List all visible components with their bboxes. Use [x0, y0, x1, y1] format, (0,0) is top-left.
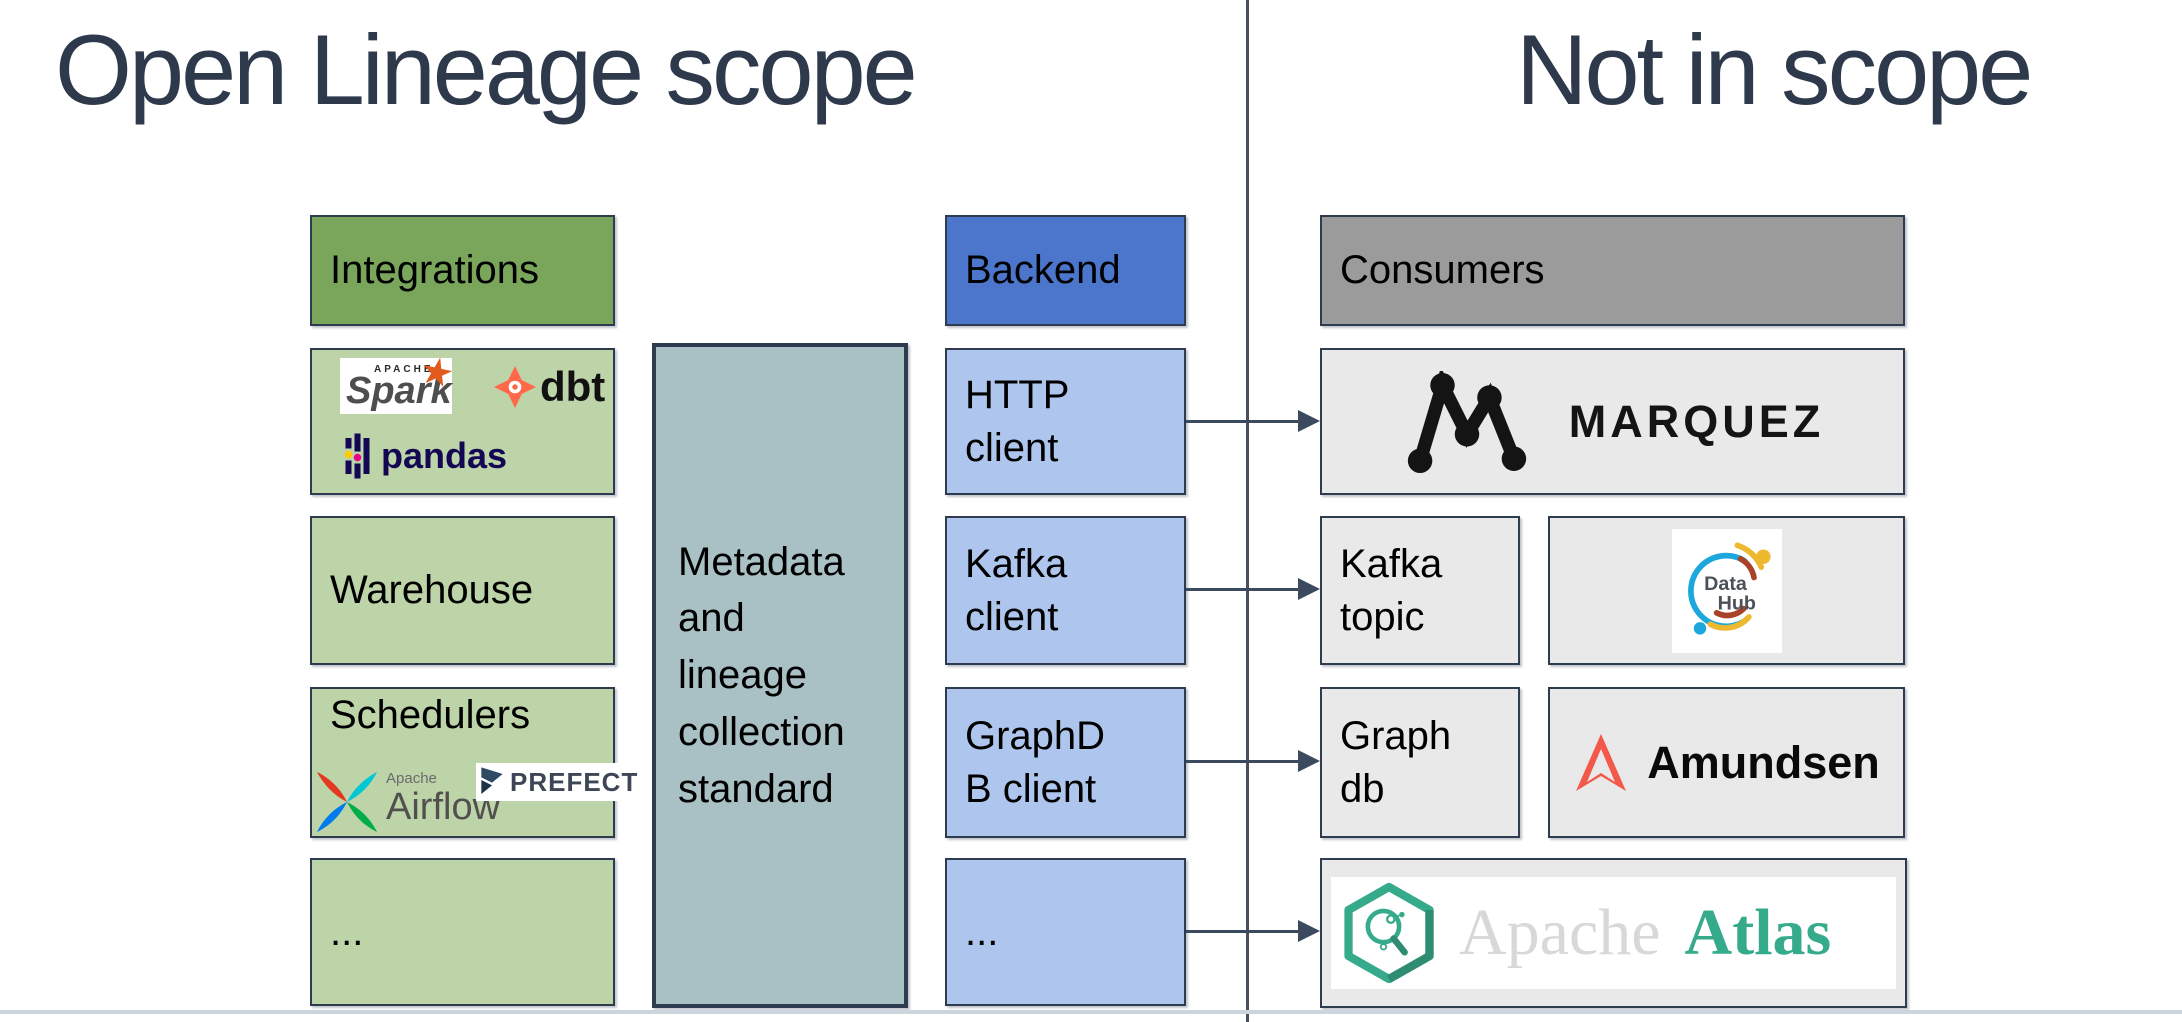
- dbt-logo: dbt: [494, 366, 605, 408]
- marquez-box: MARQUEZ: [1320, 348, 1905, 495]
- integrations-header-label: Integrations: [330, 248, 540, 293]
- datahub-box: Data Hub: [1548, 516, 1905, 665]
- backend-ellipsis-label: ...: [965, 909, 999, 954]
- arrow-http-to-marquez: [1186, 410, 1320, 432]
- backend-header-box: Backend: [945, 215, 1186, 326]
- bottom-divider-line: [0, 1010, 2182, 1014]
- atlas-box: Apache Atlas: [1320, 858, 1907, 1008]
- dbt-icon: [494, 366, 536, 408]
- pandas-wordmark: pandas: [381, 435, 508, 476]
- standard-panel: Metadata and lineage collection standard: [652, 343, 908, 1008]
- integrations-ellipsis-box: ...: [310, 858, 615, 1006]
- prefect-logo: PREFECT: [476, 763, 650, 801]
- arrow-ellipsis-to-atlas: [1186, 920, 1320, 942]
- pandas-icon: [344, 433, 370, 479]
- spark-apache-label: APACHE: [374, 364, 434, 375]
- page-title-right: Not in scope: [1516, 14, 2033, 125]
- schedulers-label: Schedulers: [330, 693, 531, 737]
- arrow-kafka-to-topic: [1186, 578, 1320, 600]
- marquez-icon: [1407, 370, 1526, 473]
- integrations-ellipsis-label: ...: [330, 909, 364, 954]
- arrow-graphdb-to-graphdb: [1186, 750, 1320, 772]
- spark-logo: APACHE Spark ★: [340, 349, 458, 414]
- backend-ellipsis-box: ...: [945, 858, 1186, 1006]
- datahub-word-data: Data: [1704, 572, 1748, 594]
- datahub-icon: Data Hub: [1687, 541, 1771, 635]
- amundsen-icon: [1576, 733, 1627, 791]
- atlas-hexagon-icon: [1344, 882, 1434, 984]
- airflow-apache-label: Apache: [386, 770, 437, 787]
- consumers-header-box: Consumers: [1320, 215, 1905, 326]
- graph-db-box: Graph db: [1320, 687, 1520, 838]
- backend-header-label: Backend: [965, 248, 1121, 293]
- amundsen-wordmark: Amundsen: [1647, 736, 1880, 788]
- vertical-divider: [1246, 0, 1249, 1022]
- standard-panel-label: Metadata and lineage collection standard: [678, 539, 845, 811]
- atlas-logo: Apache Atlas: [1331, 877, 1896, 989]
- atlas-apache-label: Apache: [1459, 896, 1661, 969]
- airflow-pinwheel-icon: [316, 771, 378, 833]
- datahub-logo: Data Hub: [1671, 528, 1782, 653]
- kafka-client-box: Kafka client: [945, 516, 1186, 665]
- prefect-wordmark: PREFECT: [510, 767, 639, 797]
- warehouse-box: Warehouse: [310, 516, 615, 665]
- datahub-word-hub: Hub: [1717, 592, 1755, 614]
- kafka-client-label: Kafka client: [965, 541, 1068, 639]
- graphdb-client-label: GraphD B client: [965, 713, 1106, 811]
- http-client-label: HTTP client: [965, 372, 1070, 470]
- schedulers-box: Schedulers Apache Airflow PREFECT: [310, 687, 650, 838]
- graph-db-label: Graph db: [1340, 713, 1452, 811]
- dbt-wordmark: dbt: [540, 363, 606, 410]
- kafka-topic-box: Kafka topic: [1320, 516, 1520, 665]
- airflow-logo: Apache Airflow: [314, 769, 500, 835]
- kafka-topic-label: Kafka topic: [1340, 541, 1443, 639]
- amundsen-box: Amundsen: [1548, 687, 1905, 838]
- integrations-logos-box: APACHE Spark ★ dbt pandas: [310, 348, 615, 495]
- consumers-header-label: Consumers: [1340, 248, 1545, 293]
- warehouse-label: Warehouse: [330, 568, 534, 613]
- http-client-box: HTTP client: [945, 348, 1186, 495]
- atlas-wordmark: Atlas: [1684, 896, 1832, 969]
- marquez-wordmark: MARQUEZ: [1568, 395, 1825, 447]
- page-title-left: Open Lineage scope: [55, 14, 918, 125]
- spark-wordmark: Spark: [346, 370, 452, 412]
- graphdb-client-box: GraphD B client: [945, 687, 1186, 838]
- integrations-header-box: Integrations: [310, 215, 615, 326]
- pandas-logo: pandas: [344, 432, 507, 480]
- prefect-icon: [481, 767, 503, 794]
